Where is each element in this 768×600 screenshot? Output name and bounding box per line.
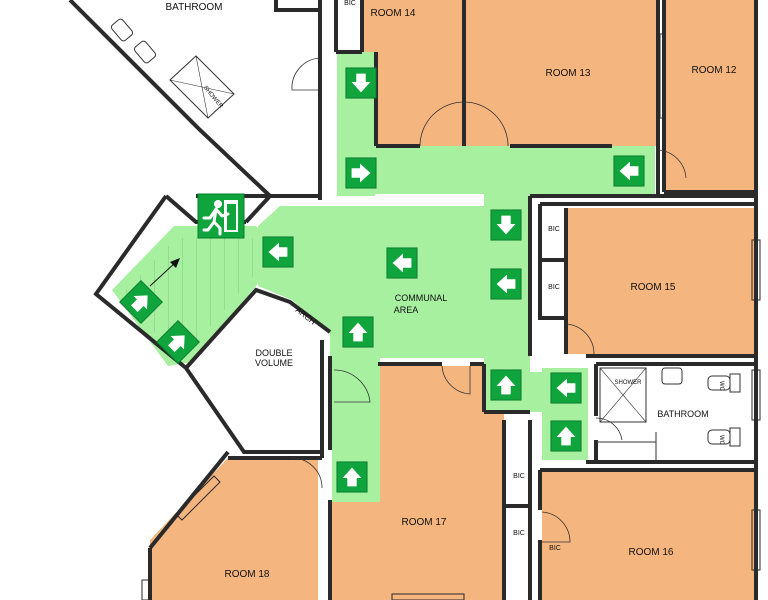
label-bic: BIC [513, 473, 525, 480]
arrow-up-icon [336, 461, 368, 493]
toilet-top-1 [110, 18, 134, 42]
arrow-up-icon [550, 420, 582, 452]
label-room-13: ROOM 13 [545, 68, 590, 79]
room-18-fill [150, 458, 318, 600]
label-bic: BIC [548, 226, 560, 233]
label-shower-top: SHOWER [202, 85, 224, 110]
arrow-down-icon [345, 67, 377, 99]
shower-right [599, 367, 647, 423]
label-wc-2: WC [718, 435, 724, 446]
arrow-right-icon [345, 157, 377, 189]
label-room-15: ROOM 15 [630, 282, 675, 293]
arrow-up-icon [490, 369, 522, 401]
arrow-left-icon [386, 247, 418, 279]
room-labels: BATHROOM ROOM 14 ROOM 13 ROOM 12 ROOM 15… [165, 2, 736, 580]
label-bathroom-top: BATHROOM [165, 2, 222, 13]
label-room-18: ROOM 18 [224, 569, 269, 580]
label-room-14: ROOM 14 [370, 8, 415, 19]
label-double-volume-2: VOLUME [255, 358, 293, 368]
basin-right [661, 367, 683, 385]
label-room-16: ROOM 16 [628, 547, 673, 558]
arrow-left-icon [550, 372, 582, 404]
label-room-17: ROOM 17 [401, 517, 446, 528]
label-double-volume-1: DOUBLE [255, 348, 292, 358]
arrow-left-icon [262, 236, 294, 268]
stair-direction-arrow [149, 258, 180, 287]
toilet-top-2 [133, 40, 157, 64]
walls [68, 0, 758, 600]
room-13-fill [466, 0, 656, 146]
room-14-fill [364, 0, 464, 60]
label-bic: BIC [549, 545, 561, 552]
label-bathroom-right: BATHROOM [657, 409, 708, 419]
arrow-left-icon [613, 155, 645, 187]
arrow-left-icon [490, 268, 522, 300]
label-shower-right: SHOWER [615, 380, 643, 386]
arrow-down-icon [490, 209, 522, 241]
room-12-fill [666, 0, 756, 192]
label-communal-2: AREA [394, 305, 419, 315]
label-communal-1: COMMUNAL [395, 293, 448, 303]
label-room-12: ROOM 12 [691, 65, 736, 76]
running-man-exit-icon [197, 193, 245, 239]
label-bic: BIC [513, 530, 525, 537]
label-wc-1: WC [718, 381, 724, 392]
label-bic: BIC [344, 0, 356, 7]
room-14-lower-fill [376, 60, 464, 146]
room-16-fill [542, 472, 754, 600]
fixtures [110, 18, 741, 462]
label-bic: BIC [548, 284, 560, 291]
windows [141, 33, 761, 600]
arrow-up-icon [342, 316, 374, 348]
room-15-fill [566, 208, 754, 354]
doors [289, 57, 687, 543]
